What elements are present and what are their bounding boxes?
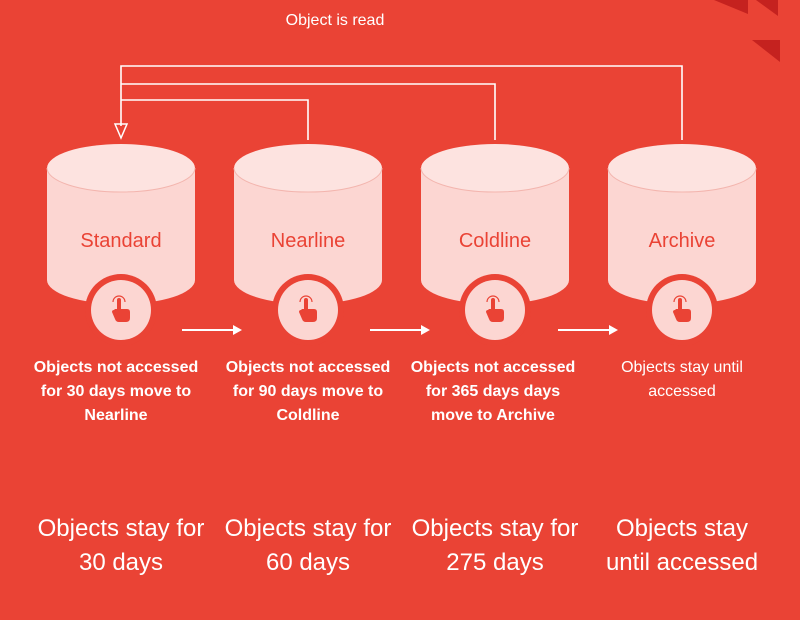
cylinder-rim (607, 167, 757, 193)
storage-class-cylinders (46, 144, 757, 346)
cylinder-body (47, 168, 195, 304)
right-arrow-icon (558, 325, 618, 335)
touch-wave (673, 295, 687, 303)
cylinder-body (608, 168, 756, 304)
finger (678, 298, 682, 311)
finger (117, 298, 121, 311)
transition-rule-archive: Objects stay until accessed (621, 359, 743, 400)
read-line-nearline (121, 99, 309, 140)
cylinder-rim (46, 167, 196, 193)
corner-triangle (756, 0, 778, 16)
read-line-archive (120, 65, 683, 140)
storage-cylinder-coldline (420, 144, 570, 346)
touch-hand-icon (486, 295, 504, 322)
touch-badge (85, 274, 157, 346)
stay-duration-coldline: Objects stay for 275 days (411, 515, 579, 576)
corner-decoration (714, 0, 780, 62)
read-arrowhead (113, 123, 129, 140)
corner-triangle (714, 0, 748, 14)
stay-duration-standard: Objects stay for 30 days (37, 515, 205, 576)
transition-rule-coldline: Objects not accessed for 365 days days m… (410, 359, 576, 424)
arrow-head (421, 325, 430, 335)
touch-badge (272, 274, 344, 346)
touch-hand-icon (673, 295, 691, 322)
cylinder-top (47, 144, 195, 192)
cylinder-rim (420, 167, 570, 193)
palm (486, 309, 504, 322)
stay-duration-archive: Objects stay until accessed (605, 515, 759, 576)
cylinder-rim (233, 167, 383, 193)
class-label-coldline: Coldline (458, 230, 532, 252)
right-arrow-icon (370, 325, 430, 335)
finger (304, 298, 308, 311)
corner-triangle (752, 40, 780, 62)
touch-badge (459, 274, 531, 346)
arrow-head (233, 325, 242, 335)
storage-cylinder-nearline (233, 144, 383, 346)
palm (299, 309, 317, 322)
touch-wave (486, 295, 500, 303)
touch-wave (299, 295, 313, 303)
cylinder-top (234, 144, 382, 192)
finger (491, 298, 495, 311)
stay-duration-nearline: Objects stay for 60 days (224, 515, 392, 576)
transition-rule-standard: Objects not accessed for 30 days move to… (33, 359, 199, 424)
read-line-coldline (121, 83, 496, 140)
palm (673, 309, 691, 322)
class-label-standard: Standard (80, 230, 162, 252)
palm (112, 309, 130, 322)
touch-hand-icon (299, 295, 317, 322)
cylinder-body (421, 168, 569, 304)
class-label-nearline: Nearline (270, 230, 346, 252)
storage-cylinder-standard (46, 144, 196, 346)
object-read-label: Object is read (285, 12, 385, 29)
touch-badge (646, 274, 718, 346)
right-arrow-icon (182, 325, 242, 335)
arrow-head (609, 325, 618, 335)
storage-cylinder-archive (607, 144, 757, 346)
class-label-archive: Archive (648, 230, 716, 252)
cylinder-body (234, 168, 382, 304)
touch-hand-icon (112, 295, 130, 322)
transition-rule-nearline: Objects not accessed for 90 days move to… (225, 359, 391, 424)
read-return-lines (113, 65, 683, 140)
touch-wave (112, 295, 126, 303)
transition-arrows (182, 325, 618, 335)
cylinder-top (608, 144, 756, 192)
cylinder-top (421, 144, 569, 192)
